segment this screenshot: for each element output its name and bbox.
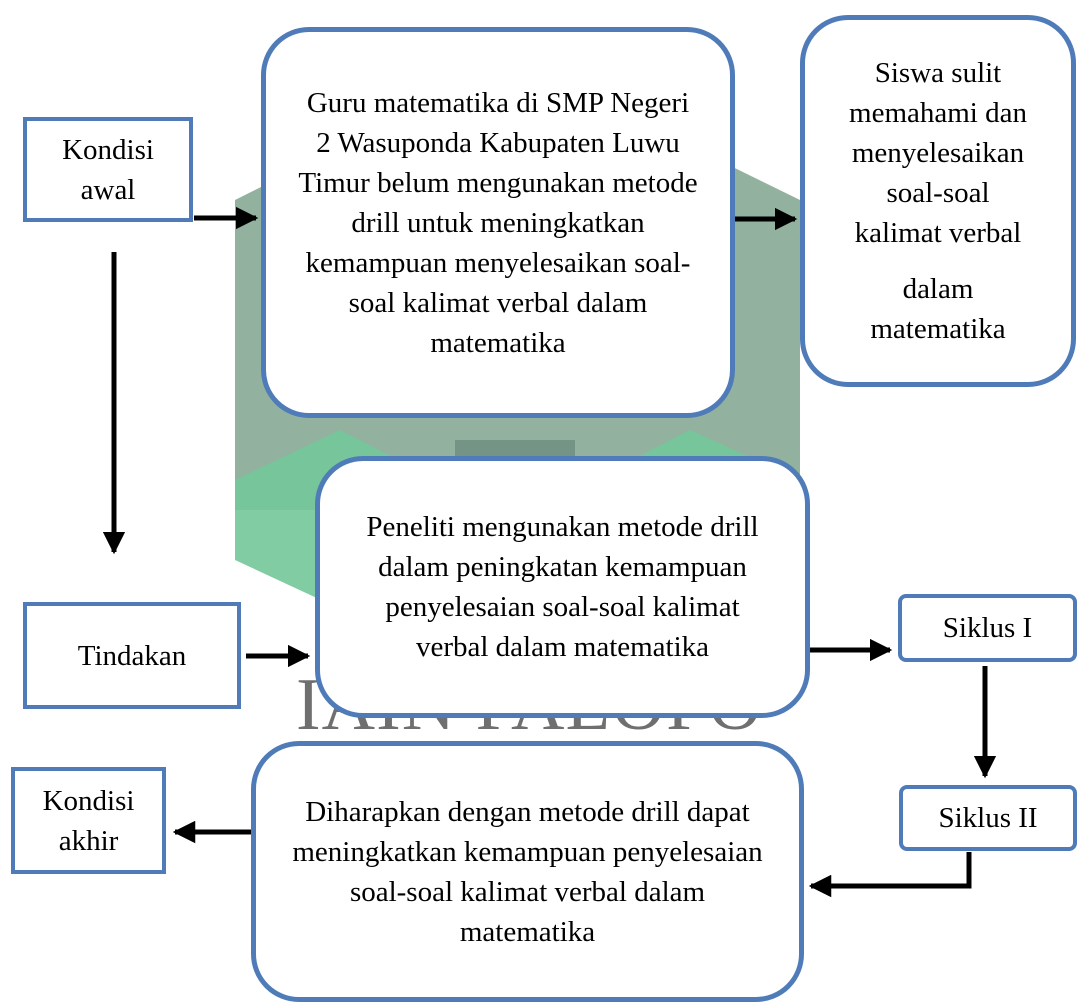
siswa-problem-text: Siswa sulit memahami dan menyelesaikan s… (849, 57, 1027, 345)
kondisi-akhir-box: Kondisi akhir (11, 767, 166, 874)
kondisi-awal-label: Kondisi awal (62, 133, 154, 206)
guru-condition-box: Guru matematika di SMP Negeri 2 Wasupond… (261, 27, 735, 418)
peneliti-action-text: Peneliti mengunakan metode drill dalam p… (366, 511, 759, 663)
diharapkan-text: Diharapkan dengan metode drill dapat men… (292, 795, 763, 948)
peneliti-action-box: Peneliti mengunakan metode drill dalam p… (315, 456, 810, 718)
guru-condition-text: Guru matematika di SMP Negeri 2 Wasupond… (298, 86, 698, 359)
siklus-2-box: Siklus II (899, 785, 1077, 851)
siklus-2-label: Siklus II (938, 802, 1038, 834)
siklus-1-label: Siklus I (942, 612, 1033, 644)
tindakan-label: Tindakan (77, 639, 187, 672)
diharapkan-box: Diharapkan dengan metode drill dapat men… (251, 741, 804, 1002)
kondisi-awal-box: Kondisi awal (23, 117, 193, 222)
siklus-1-box: Siklus I (898, 594, 1077, 662)
siswa-problem-box: Siswa sulit memahami dan menyelesaikan s… (800, 15, 1076, 387)
kondisi-akhir-label: Kondisi akhir (42, 784, 135, 857)
tindakan-box: Tindakan (23, 602, 241, 709)
